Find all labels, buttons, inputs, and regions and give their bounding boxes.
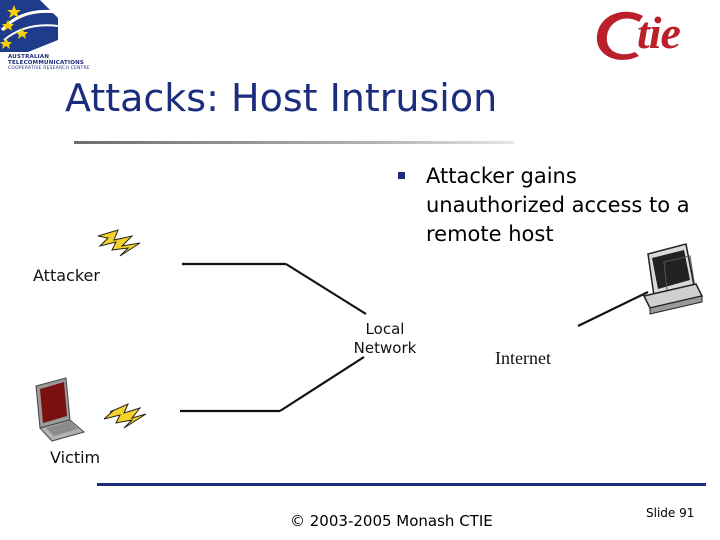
attacker-label: Attacker — [33, 266, 100, 285]
slide-title: Attacks: Host Intrusion — [65, 76, 498, 120]
internet-label: Internet — [495, 348, 551, 368]
victim-lightning-icon — [103, 403, 147, 429]
victim-to-local-network-link — [279, 356, 365, 412]
attacker-lightning-icon — [97, 229, 141, 257]
laptop-icon — [35, 377, 86, 442]
network-links — [180, 262, 649, 413]
attacker-to-local-network-link — [285, 263, 367, 315]
atcrc-logo: AUSTRALIAN TELECOMMUNICATIONS COOPERATIV… — [0, 0, 90, 92]
ctie-logo: tie — [595, 6, 717, 72]
internet-to-host-link — [577, 291, 649, 327]
atcrc-line-2: TELECOMMUNICATIONS — [8, 60, 85, 66]
atcrc-line-1: AUSTRALIAN — [8, 54, 50, 60]
ctie-logo-text: tie — [637, 7, 681, 58]
bullet-text: Attacker gains unauthorized access to a … — [426, 164, 690, 246]
slide-number: Slide 91 — [646, 506, 695, 520]
footer-copyright: © 2003-2005 Monash CTIE — [290, 512, 493, 530]
atcrc-line-3: COOPERATIVE RESEARCH CENTRE — [8, 66, 90, 71]
title-underline — [74, 141, 514, 144]
remote-host-computer-icon — [642, 243, 704, 315]
footer-rule — [97, 483, 706, 486]
atcrc-emblem-icon — [0, 0, 59, 52]
bullet-square-icon — [398, 172, 405, 179]
victim-label: Victim — [50, 448, 101, 467]
ctie-c-swoosh-icon — [596, 11, 643, 60]
local-network-label: Local Network — [353, 320, 417, 357]
